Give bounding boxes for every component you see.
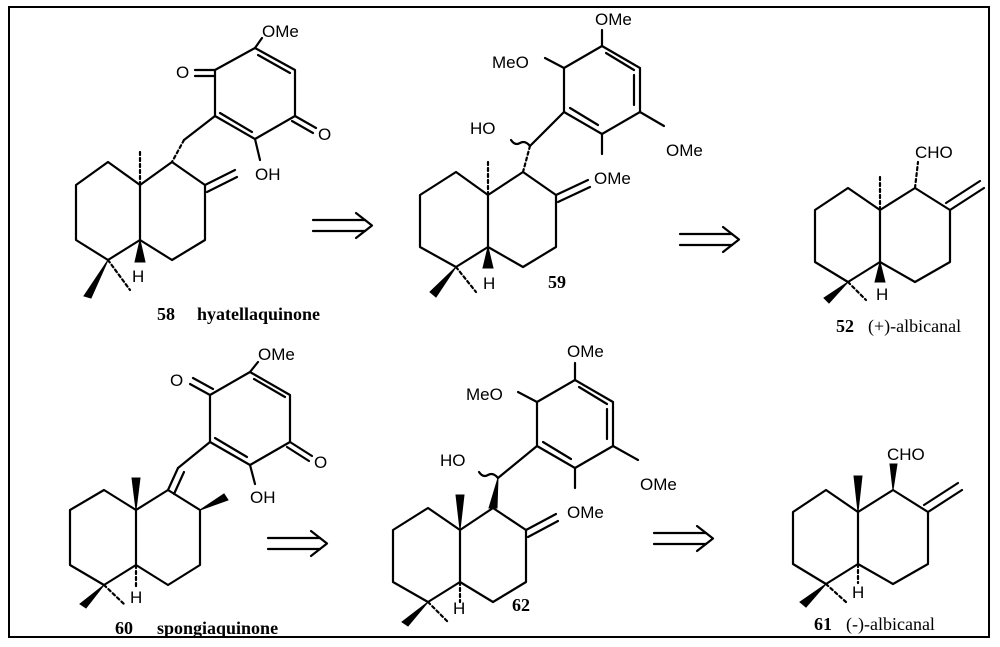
retrosynthetic-arrow [652, 524, 715, 553]
carbonyl-o-label: O [176, 63, 189, 82]
compound-52-structure [813, 160, 986, 304]
compound-61-name: (-)-albicanal [846, 614, 935, 635]
compound-62-structure [391, 361, 640, 627]
compound-60-name: spongiaquinone [157, 618, 278, 638]
retrosynthetic-arrow [678, 225, 741, 254]
compound-60-structure [68, 360, 314, 609]
retrosynthetic-arrow [311, 211, 374, 240]
compound-62-number: 62 [512, 595, 530, 615]
cho-label: CHO [915, 143, 953, 162]
ome-label: OMe [567, 342, 604, 361]
h-label: H [453, 599, 465, 618]
compound-58-name: hyatellaquinone [197, 304, 320, 324]
compound-61-structure [791, 463, 964, 608]
compound-52-number: 52 [836, 316, 854, 336]
scheme-frame [8, 6, 990, 638]
ho-label: HO [440, 451, 466, 470]
h-label: H [483, 274, 495, 293]
compound-61-number: 61 [814, 614, 832, 634]
oh-label: OH [250, 488, 276, 507]
compound-59-number: 59 [548, 272, 566, 292]
h-label: H [130, 588, 142, 607]
ome-label: OMe [666, 141, 703, 160]
ho-label: HO [470, 119, 496, 138]
meo-label: MeO [492, 53, 529, 72]
ome-label: OMe [258, 345, 295, 364]
ome-label: OMe [262, 22, 299, 41]
double-bond [256, 53, 292, 75]
cho-label: CHO [887, 445, 925, 464]
compound-58-number: 58 [157, 304, 175, 324]
ome-label: OMe [595, 10, 632, 29]
ome-label: OMe [567, 503, 604, 522]
carbonyl-o-label: O [170, 371, 183, 390]
h-label: H [876, 285, 888, 304]
ome-label: OMe [640, 475, 677, 494]
carbonyl-o-label: O [314, 453, 327, 472]
compound-58-structure [74, 36, 318, 299]
ome-label: OMe [594, 169, 631, 188]
h-label: H [852, 583, 864, 602]
retrosynthetic-arrow [266, 529, 329, 558]
oh-label: OH [255, 165, 281, 184]
h-label: H [132, 267, 144, 286]
compound-59-structure [418, 28, 666, 298]
carbonyl-o-label: O [318, 125, 331, 144]
compound-60-number: 60 [115, 618, 133, 638]
compound-52-name: (+)-albicanal [868, 316, 961, 337]
meo-label: MeO [466, 385, 503, 404]
